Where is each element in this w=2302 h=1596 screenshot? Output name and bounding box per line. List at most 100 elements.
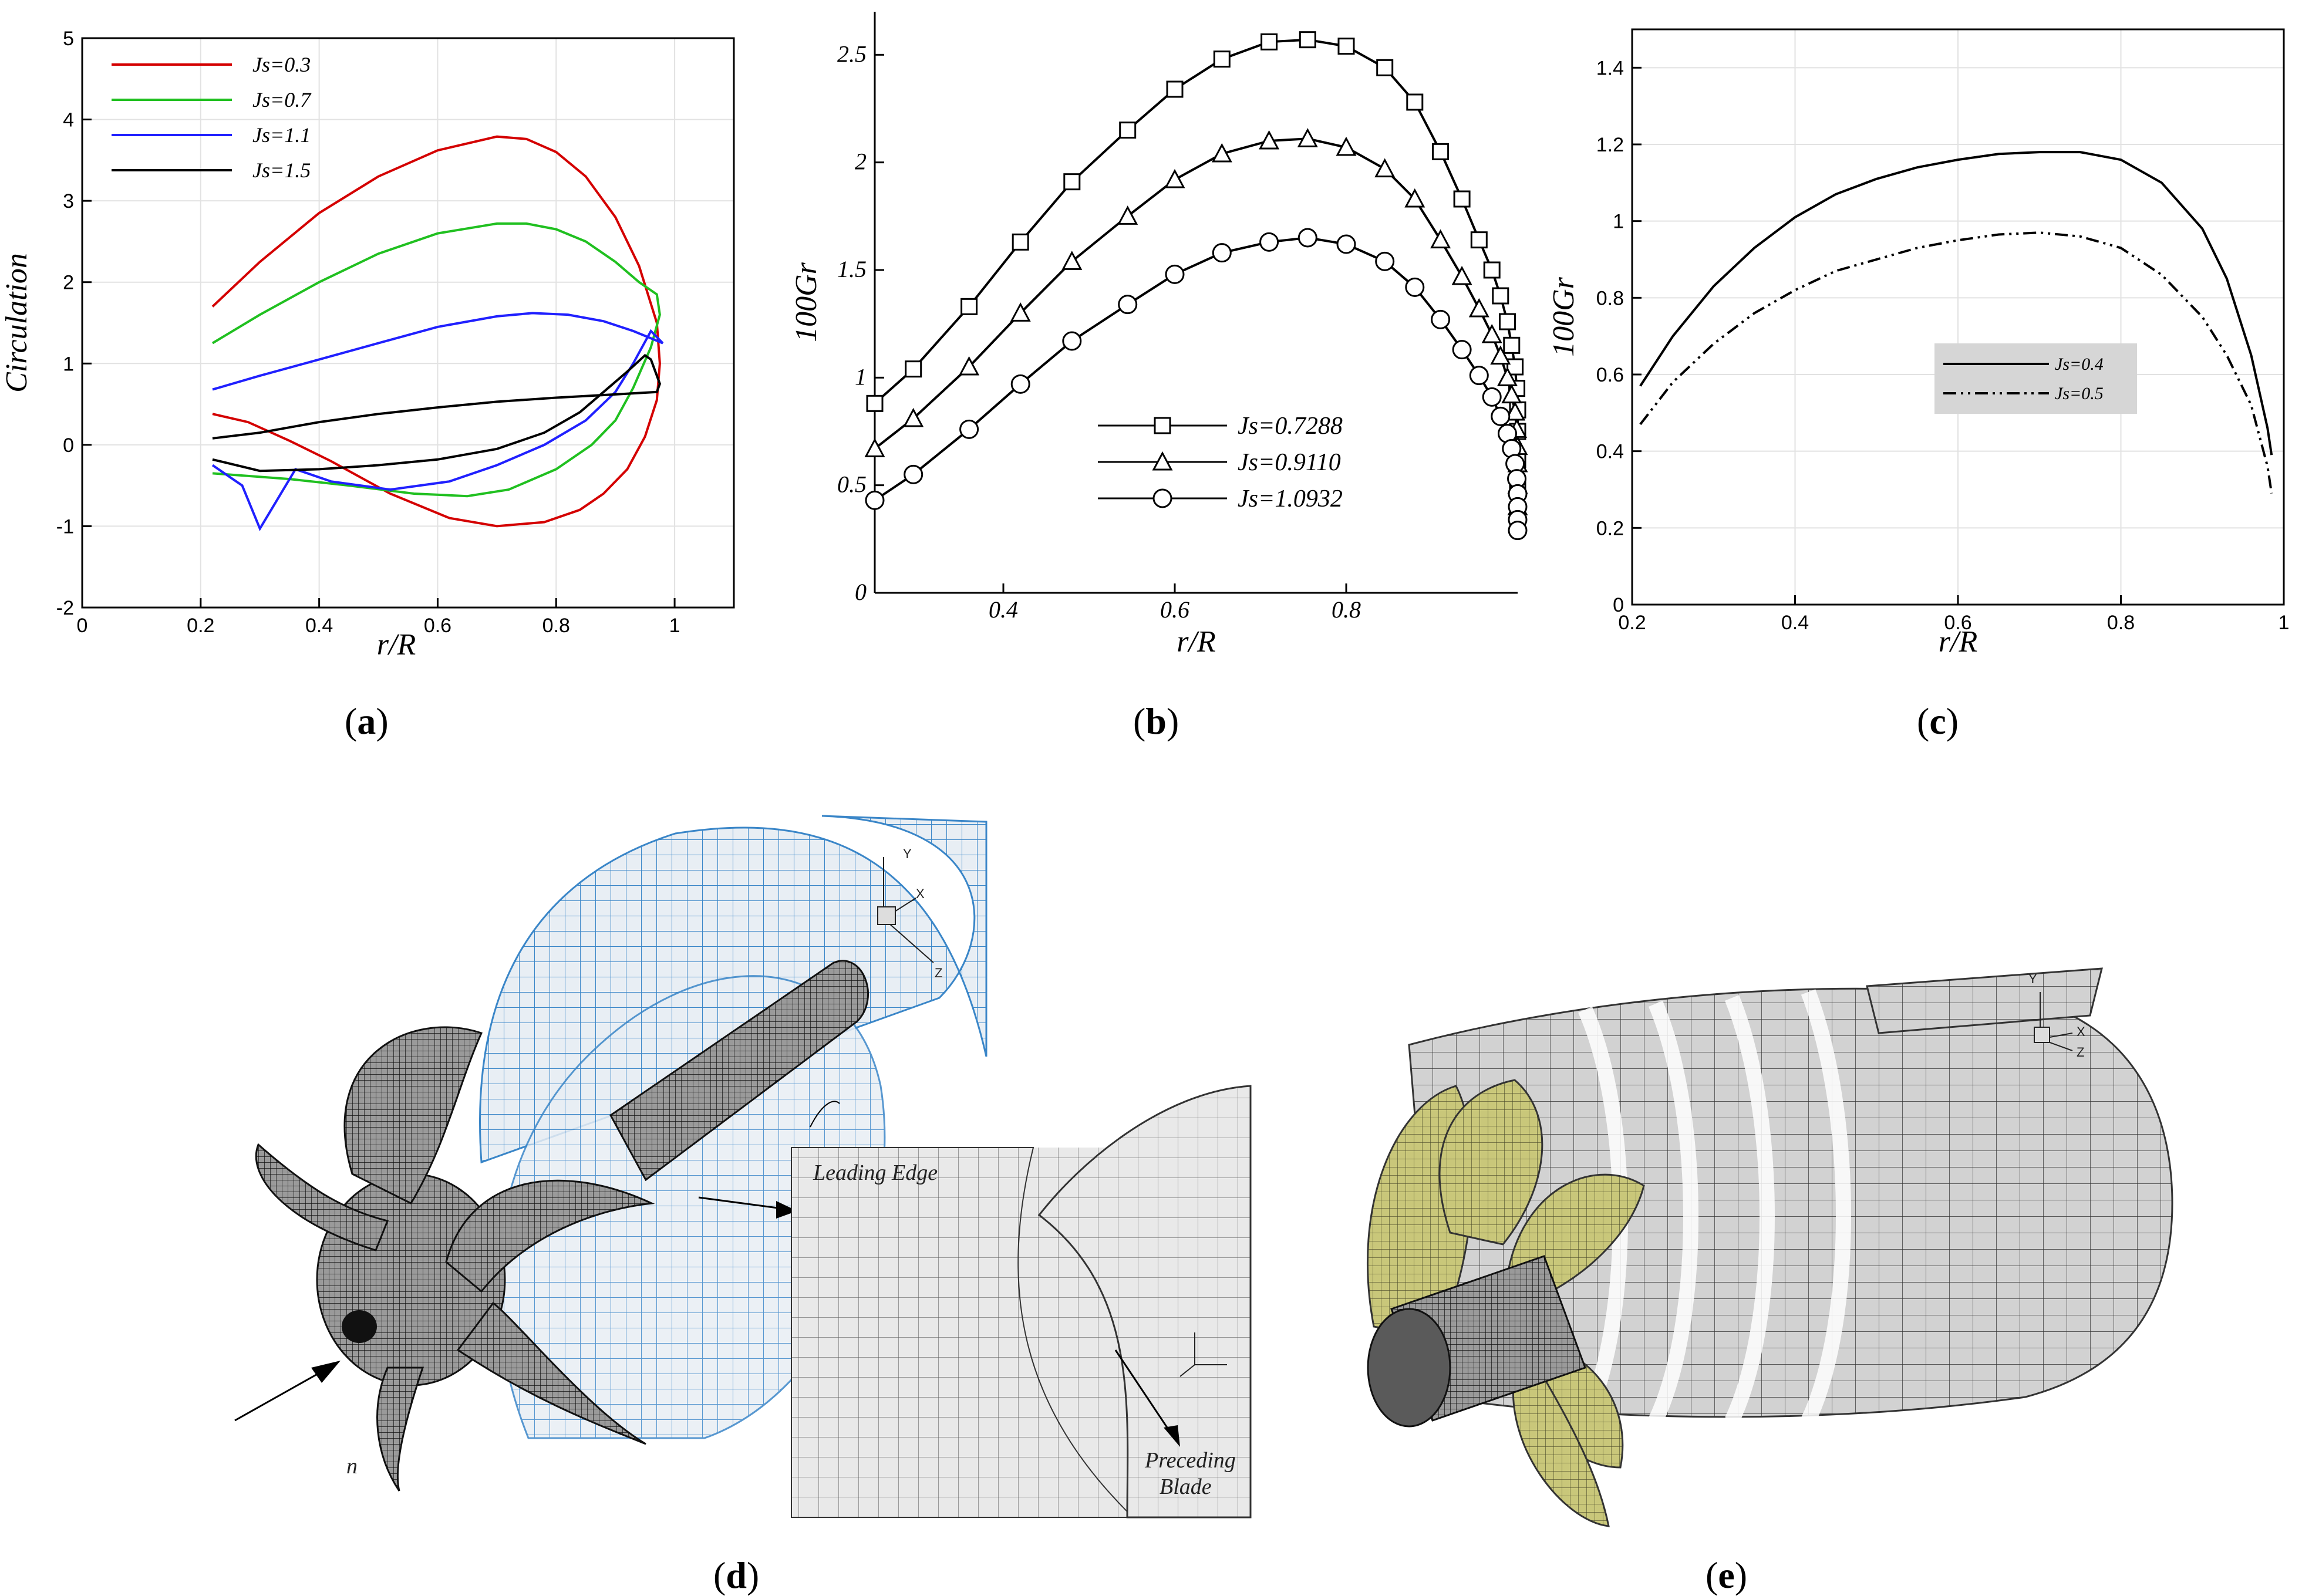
data-point [903,407,924,427]
data-point [1503,336,1521,354]
panel-label-c: (c) [1917,700,1959,742]
y-tick-label: 0.4 [1596,441,1624,463]
preceding-label-2: Blade [1160,1474,1212,1499]
y-tick-label: 4 [63,109,74,131]
legend-label: Js=0.4 [2055,355,2104,374]
blade-top [343,1026,483,1204]
leading-edge-label: Leading Edge [813,1160,938,1185]
data-point [1430,229,1451,249]
data-point [1297,228,1317,248]
data-point [864,438,885,457]
y-tick-label: 0.2 [1596,517,1624,539]
x-tick-label: 0.4 [1781,612,1809,634]
blade-right [445,1179,655,1293]
data-point [959,419,979,439]
axis-z-label: Z [935,966,942,980]
axis-y-label: Y [903,846,912,861]
data-point [1118,295,1138,315]
axis-triad-e: Y X Z [2028,971,2085,1059]
data-point [1297,128,1318,147]
data-point [905,360,922,378]
y-tick-label: 0 [63,434,74,457]
legend-label: Js=0.7 [252,88,312,112]
y-tick-label: 0.5 [837,471,867,498]
x-axis-label: r/R [377,628,416,662]
flow-arrow [234,1366,329,1422]
data-point [1259,130,1280,150]
x-axis-label: r/R [1177,625,1215,659]
data-point [1432,143,1450,160]
shaft-end [1367,1308,1451,1428]
data-point [1452,340,1472,360]
x-tick-label: 0.8 [542,615,570,637]
legend-label: Js=0.5 [2055,384,2104,403]
data-point [1336,234,1356,254]
data-point [1508,521,1528,541]
y-tick-label: 2 [855,149,867,175]
data-point [1166,80,1184,98]
data-point [1165,264,1185,284]
data-point [1063,173,1081,191]
legend-label: Js=1.1 [252,123,311,147]
data-point [1404,188,1425,208]
series-line-1 [1639,151,2273,455]
hub-tip [342,1310,377,1343]
data-point [1260,33,1278,50]
y-tick-label: -2 [56,597,74,619]
x-tick-label: 1 [2279,612,2290,634]
data-point [904,464,924,484]
data-point [1213,50,1231,68]
rotation-label: n [346,1454,358,1479]
panel-label-b: (b) [1133,700,1179,742]
data-point [1469,366,1489,386]
data-point [1062,331,1082,351]
y-tick-label: 1.5 [837,256,867,282]
series-line-2 [874,137,1519,507]
series-line-3 [211,312,664,532]
y-tick-label: 1 [1613,211,1624,233]
data-point [1501,384,1522,404]
x-tick-label: 0.4 [305,615,333,637]
series-line-4 [212,353,662,473]
legend-label: Js=1.5 [252,158,311,182]
flow-arrow-head [311,1361,341,1383]
legend-label: Js=1.0932 [1238,485,1343,512]
preceding-pointer [1114,1349,1175,1439]
data-point [1119,122,1137,139]
y-tick-label: 1 [855,363,867,390]
data-point [1481,323,1502,343]
axis-z-label-e: Z [2077,1045,2084,1059]
data-point [1337,38,1355,55]
inset-detail: Leading Edge Preceding Blade [791,1085,1252,1519]
data-point [1117,205,1138,225]
data-point [1406,93,1424,111]
data-point [1376,59,1394,76]
blade-olive-2 [1438,1079,1543,1246]
y-tick-label: 0.8 [1596,287,1624,309]
y-tick-label: -1 [56,515,74,538]
legend-marker [1152,451,1173,471]
x-tick-label: 0.6 [1944,612,1971,634]
legend-label: Js=0.3 [252,53,311,76]
data-point [865,490,885,510]
axis-x-label-e: X [2077,1024,2085,1039]
data-point [1375,251,1395,271]
data-point [1431,309,1451,329]
data-point [1490,345,1511,365]
x-tick-label: 0.4 [989,596,1018,623]
panel-label-d: (d) [713,1554,759,1596]
data-point [1012,233,1029,251]
legend-marker [1152,488,1172,508]
x-tick-label: 0.2 [1618,612,1646,634]
axis-x-label: X [916,886,925,901]
y-axis-label: 100Gr [1547,276,1580,357]
y-tick-label: 0 [855,579,867,605]
x-tick-label: 0.2 [187,615,214,637]
x-tick-label: 1 [669,615,680,637]
y-tick-label: 1 [63,353,74,375]
data-point [1010,374,1030,394]
